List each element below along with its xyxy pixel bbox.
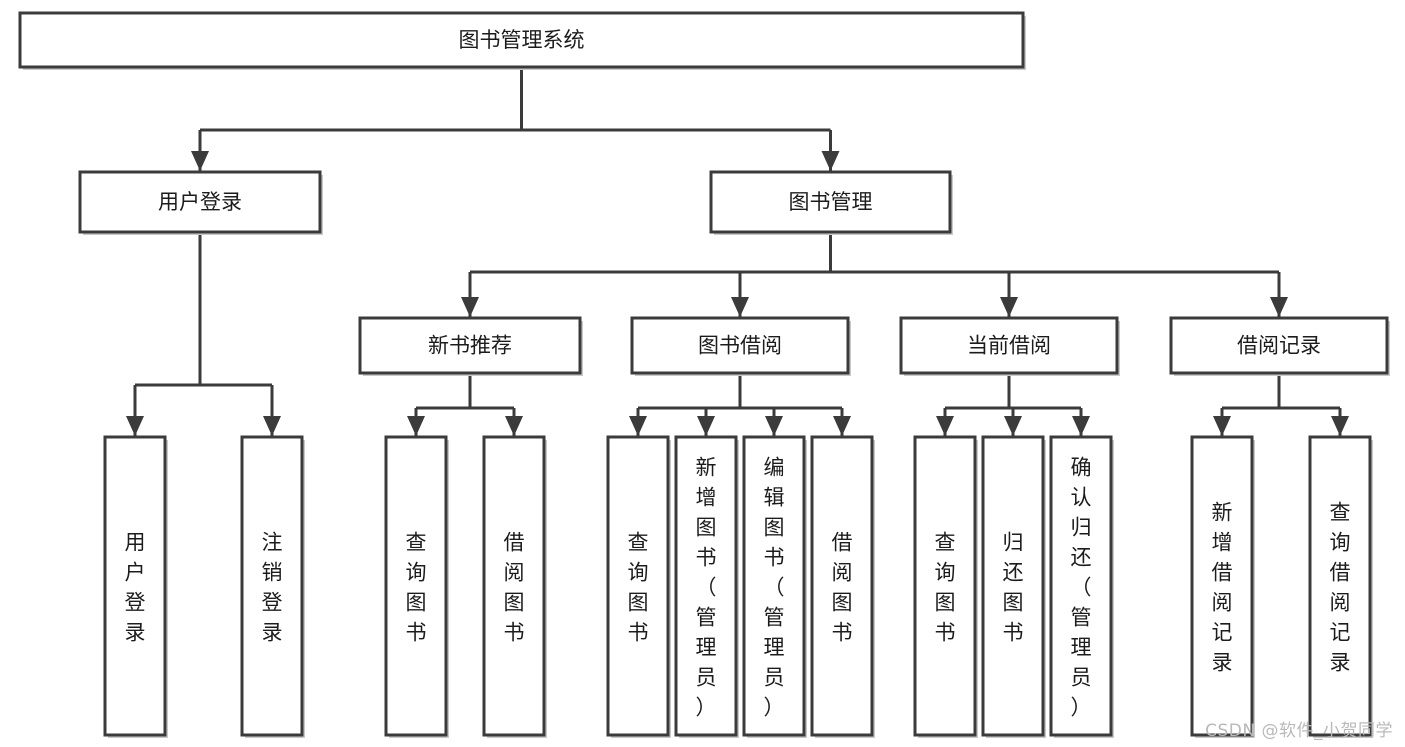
node-label: 查询图书 (935, 530, 956, 644)
arrow-head-icon (1270, 297, 1288, 317)
node-l2-1[interactable]: 图书借阅 (630, 316, 851, 376)
node-rect[interactable] (709, 170, 952, 234)
node-lf-9[interactable]: 归还图书 (981, 435, 1046, 738)
node-label: 查询借阅记录 (1330, 500, 1351, 674)
node-l1-0[interactable]: 用户登录 (78, 170, 323, 235)
node-label: 新增借阅记录 (1212, 500, 1233, 674)
node-lf-0[interactable]: 用户登录 (103, 435, 168, 738)
arrow-head-icon (697, 416, 715, 436)
arrow-head-icon (629, 416, 647, 436)
arrow-head-icon (1000, 297, 1018, 317)
node-rect[interactable] (384, 435, 448, 737)
node-lf-8[interactable]: 查询图书 (913, 435, 978, 738)
node-label: 用户登录 (158, 190, 242, 214)
node-lf-5[interactable]: 新增图书（管理员） (674, 435, 739, 738)
arrow-head-icon (1213, 416, 1231, 436)
node-rect[interactable] (1169, 316, 1389, 375)
node-rect[interactable] (240, 435, 304, 737)
node-rect[interactable] (810, 435, 874, 737)
nodes-layer: 图书管理系统用户登录图书管理新书推荐图书借阅当前借阅借阅记录用户登录注销登录查询… (18, 11, 1390, 738)
node-rect[interactable] (606, 435, 670, 737)
node-label: 查询图书 (406, 530, 427, 644)
node-label: 借阅图书 (832, 530, 853, 644)
arrow-head-icon (505, 416, 523, 436)
node-label: 新书推荐 (428, 334, 512, 358)
node-rect[interactable] (742, 435, 806, 737)
arrow-head-icon (1331, 416, 1349, 436)
arrow-head-icon (1072, 416, 1090, 436)
node-rect[interactable] (78, 170, 322, 234)
node-label: 用户登录 (125, 530, 146, 644)
node-l1-1[interactable]: 图书管理 (709, 170, 953, 235)
connectors-layer (126, 67, 1349, 436)
node-lf-12[interactable]: 查询借阅记录 (1308, 435, 1373, 738)
node-lf-4[interactable]: 查询图书 (606, 435, 671, 738)
arrow-head-icon (191, 151, 209, 171)
node-rect[interactable] (630, 316, 850, 375)
node-label: 确认归还（管理员） (1071, 455, 1092, 719)
node-lf-10[interactable]: 确认归还（管理员） (1049, 435, 1114, 738)
arrow-head-icon (407, 416, 425, 436)
node-lf-2[interactable]: 查询图书 (384, 435, 449, 738)
node-rect[interactable] (103, 435, 167, 737)
node-label: 查询图书 (628, 530, 649, 644)
node-label: 图书管理系统 (459, 28, 585, 52)
node-rect[interactable] (1308, 435, 1372, 737)
arrow-head-icon (1004, 416, 1022, 436)
arrow-head-icon (126, 416, 144, 436)
node-lf-7[interactable]: 借阅图书 (810, 435, 875, 738)
node-label: 借阅图书 (504, 530, 525, 644)
arrow-head-icon (821, 151, 840, 171)
node-rect[interactable] (18, 11, 1025, 69)
arrow-head-icon (263, 416, 281, 436)
arrow-head-icon (833, 416, 851, 436)
node-label: 新增图书（管理员） (696, 455, 717, 719)
node-rect[interactable] (1049, 435, 1113, 737)
node-rect[interactable] (358, 316, 582, 375)
node-lf-1[interactable]: 注销登录 (240, 435, 305, 738)
node-label: 图书管理 (789, 190, 873, 214)
node-label: 借阅记录 (1237, 334, 1321, 358)
node-label: 当前借阅 (967, 334, 1051, 358)
node-l2-2[interactable]: 当前借阅 (899, 316, 1120, 376)
node-rect[interactable] (913, 435, 977, 737)
arrow-head-icon (765, 416, 783, 436)
node-rect[interactable] (899, 316, 1119, 375)
node-rect[interactable] (981, 435, 1045, 737)
node-lf-6[interactable]: 编辑图书（管理员） (742, 435, 807, 738)
node-rect[interactable] (1190, 435, 1254, 737)
node-root[interactable]: 图书管理系统 (18, 11, 1026, 70)
arrow-head-icon (731, 297, 749, 317)
node-rect[interactable] (674, 435, 738, 737)
node-l2-3[interactable]: 借阅记录 (1169, 316, 1390, 376)
node-label: 归还图书 (1003, 530, 1024, 644)
node-label: 图书借阅 (698, 334, 782, 358)
node-rect[interactable] (482, 435, 546, 737)
node-label: 编辑图书（管理员） (764, 455, 785, 719)
node-label: 注销登录 (262, 530, 283, 644)
arrow-head-icon (936, 416, 954, 436)
node-lf-11[interactable]: 新增借阅记录 (1190, 435, 1255, 738)
node-lf-3[interactable]: 借阅图书 (482, 435, 547, 738)
node-l2-0[interactable]: 新书推荐 (358, 316, 583, 376)
arrow-head-icon (461, 297, 479, 317)
